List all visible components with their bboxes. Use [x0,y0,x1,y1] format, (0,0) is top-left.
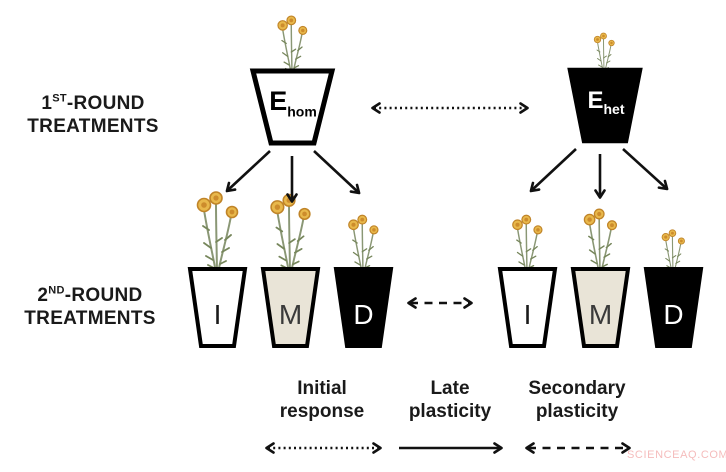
first-round-num: 1 [41,93,53,114]
first-round-treatments-label: 1ST-ROUND TREATMENTS [14,92,172,138]
pot-left-m [260,267,321,348]
e-het-pot-label: Ehet [572,87,640,117]
pot-letter-left-d: D [353,299,374,330]
legend-secondary-plasticity-label: Secondary plasticity [512,377,642,423]
pot-letter-right-i: I [523,299,532,330]
e-hom-main: E [269,86,288,116]
pot-letter-right-m: M [588,299,613,330]
first-round-rest: -ROUND [66,93,145,114]
legend-secondary-line1: Secondary [528,378,626,399]
arrow-ehom-to-left-i [225,150,271,193]
pot-right-d [643,267,704,348]
second-round-num: 2 [37,285,49,306]
e-hom-sub: hom [287,103,317,120]
plant-left-m [270,193,311,279]
pot-right-i [497,267,558,348]
second-round-line1: 2ND-ROUND [10,284,170,307]
plant-left-i [196,191,239,279]
pot-letter-right-d: D [663,299,684,330]
pot-left-d [333,267,394,348]
first-round-ordinal-sup: ST [52,92,67,105]
arrow-ehom-to-left-d [313,150,361,195]
legend-late-line1: Late [430,378,470,399]
pot-e-hom [249,68,336,146]
arrow-ehet-to-right-d [622,148,669,191]
legend-initial-line2: response [279,401,365,422]
first-round-line1: 1ST-ROUND [14,92,172,115]
legend-initial-line1: Initial [297,378,347,399]
pot-letter-left-i: I [213,299,222,330]
arrow-ehet-to-right-i [529,148,577,193]
second-round-ordinal-sup: ND [48,284,65,297]
e-het-main: E [587,87,604,114]
watermark: SCIENCEAQ.COM [627,449,726,461]
first-round-line2: TREATMENTS [27,116,159,137]
e-hom-pot-label: Ehom [259,86,327,119]
pot-e-het [567,67,643,144]
legend-late-plasticity-label: Late plasticity [391,377,509,423]
legend-secondary-line2: plasticity [535,401,619,422]
legend-late-line2: plasticity [408,401,492,422]
pot-left-i [187,267,248,348]
pot-right-m [570,267,631,348]
e-het-sub: het [603,100,625,117]
pot-letter-left-m: M [278,299,303,330]
legend-initial-response-label: Initial response [258,377,386,423]
second-round-rest: -ROUND [64,285,143,306]
second-round-treatments-label: 2ND-ROUND TREATMENTS [10,284,170,330]
second-round-line2: TREATMENTS [24,308,156,329]
